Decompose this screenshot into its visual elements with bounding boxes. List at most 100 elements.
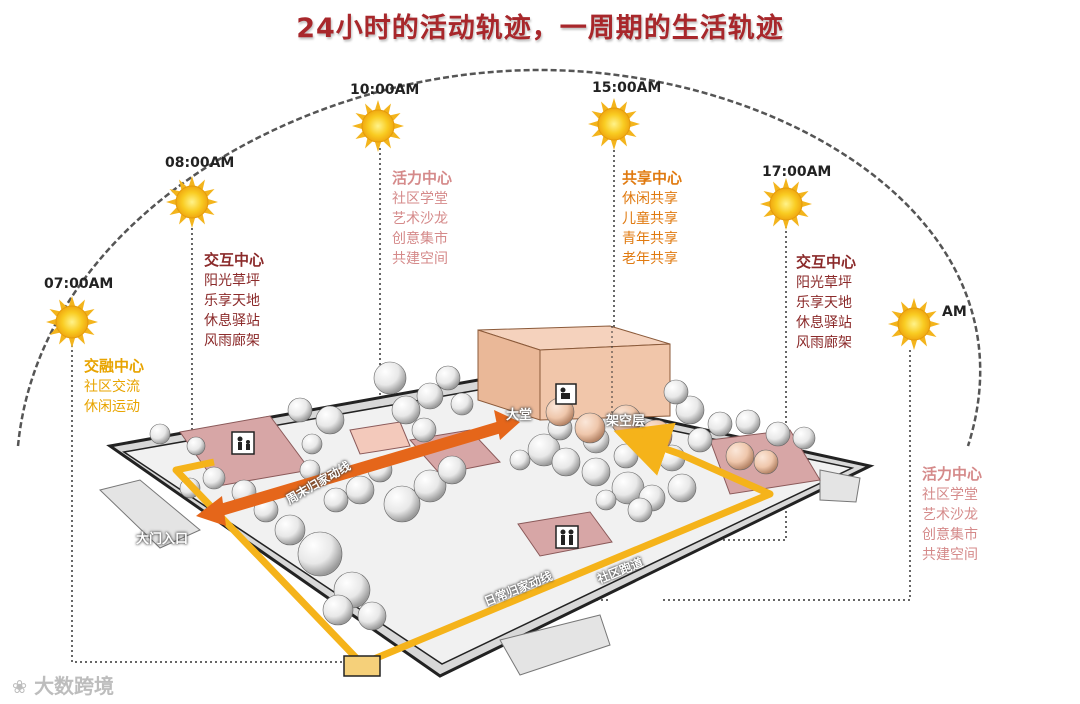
zone-item: 艺术沙龙: [392, 211, 448, 227]
daily-route: [172, 422, 774, 677]
tree-canopy: [383, 485, 421, 523]
sun-icon: [166, 176, 218, 228]
tree-canopy: [357, 601, 387, 631]
sun-icon: [46, 296, 98, 348]
zone-exchange-center: 交融中心 社区交流 休闲运动: [84, 356, 144, 417]
zone-item: 休息驿站: [204, 313, 260, 329]
sun-icon: [588, 98, 640, 150]
tree-canopy: [792, 426, 816, 450]
zone-interaction-center-left: 交互中心 阳光草坪 乐享天地 休息驿站 风雨廊架: [204, 250, 264, 351]
sun-icon: [352, 100, 404, 152]
zone-item: 乐享天地: [796, 295, 852, 311]
tree-canopy: [581, 457, 611, 487]
tree-canopy: [574, 412, 606, 444]
zone-item: 老年共享: [622, 251, 678, 267]
zone-item: 休息驿站: [796, 315, 852, 331]
watermark: ❀ 大数跨境: [12, 670, 114, 699]
zone-item: 艺术沙龙: [922, 507, 978, 523]
zone-item: 社区学堂: [392, 191, 448, 207]
tree-canopy: [323, 487, 349, 513]
main-gate-label: 大门入口: [136, 532, 189, 547]
zone-title: 交融中心: [84, 357, 145, 375]
zone-title: 交互中心: [796, 253, 857, 271]
tree-canopy: [753, 449, 779, 475]
watermark-text: 大数跨境: [34, 674, 115, 698]
zone-item: 风雨廊架: [204, 333, 260, 349]
lobby-label: 大堂: [506, 408, 533, 423]
tree-canopy: [735, 409, 761, 435]
zone-item: 儿童共享: [622, 211, 678, 227]
zone-item: 创意集市: [392, 231, 448, 247]
tree-canopy: [551, 447, 581, 477]
zone-title: 活力中心: [922, 465, 983, 483]
zone-item: 社区交流: [84, 379, 140, 395]
tree-canopy: [391, 395, 421, 425]
tree-canopy: [149, 423, 171, 445]
zone-item: 休闲运动: [84, 399, 140, 415]
tree-canopy: [345, 475, 375, 505]
zone-vitality-center-right: 活力中心 社区学堂 艺术沙龙 创意集市 共建空间: [922, 464, 982, 565]
zone-item: 阳光草坪: [796, 275, 852, 291]
sun-icon: [888, 298, 940, 350]
zone-title: 共享中心: [622, 169, 683, 187]
tree-canopy: [297, 531, 343, 577]
tree-canopy: [765, 421, 791, 447]
tree-canopy: [413, 469, 447, 503]
tree-canopy: [663, 379, 689, 405]
zone-interaction-center-right: 交互中心 阳光草坪 乐享天地 休息驿站 风雨廊架: [796, 252, 856, 353]
tree-canopy: [301, 433, 323, 455]
time-label: AM: [942, 304, 967, 320]
watermark-logo-icon: ❀: [12, 677, 28, 698]
tree-canopy: [627, 497, 653, 523]
tree-canopy: [202, 466, 226, 490]
tree-canopy: [186, 436, 206, 456]
zone-title: 活力中心: [392, 169, 453, 187]
zone-item: 休闲共享: [622, 191, 678, 207]
tree-canopy: [437, 455, 467, 485]
tree-canopy: [509, 449, 531, 471]
zone-item: 青年共享: [622, 231, 678, 247]
zone-item: 社区学堂: [922, 487, 978, 503]
tree-canopy: [435, 365, 461, 391]
time-label: 17:00AM: [762, 164, 832, 180]
zone-item: 创意集市: [922, 527, 978, 543]
diagram-title: 24小时的活动轨迹，一周期的生活轨迹: [296, 13, 784, 44]
family-icon: [231, 431, 255, 455]
weekend-route-arrow: [196, 410, 520, 526]
zone-item: 风雨廊架: [796, 335, 852, 351]
time-label: 15:00AM: [592, 80, 662, 96]
tree-canopy: [411, 417, 437, 443]
zone-item: 乐享天地: [204, 293, 260, 309]
time-label: 10:00AM: [350, 82, 420, 98]
zone-item: 共建空间: [392, 251, 448, 267]
sun-icons: [46, 98, 940, 350]
pavilion-block: [349, 421, 411, 455]
tree-canopy: [687, 427, 713, 453]
tree-canopy: [315, 405, 345, 435]
tree-canopy: [450, 392, 474, 416]
tree-canopy: [595, 489, 617, 511]
tree-canopy: [667, 473, 697, 503]
tree-canopy: [322, 594, 354, 626]
time-label: 07:00AM: [44, 276, 114, 292]
tree-canopy: [725, 441, 755, 471]
tree-canopy: [373, 361, 407, 395]
sun-path-arc: [16, 68, 982, 447]
tree-canopy: [707, 411, 733, 437]
time-label: 08:00AM: [165, 155, 235, 171]
zone-item: 共建空间: [922, 547, 978, 563]
zone-sharing-center: 共享中心 休闲共享 儿童共享 青年共享 老年共享: [622, 168, 682, 269]
reading-icon: [555, 383, 577, 405]
sun-icon: [760, 178, 812, 230]
tree-canopy: [613, 443, 639, 469]
tree-canopy: [274, 514, 306, 546]
zone-title: 交互中心: [204, 251, 265, 269]
tree-canopy: [416, 382, 444, 410]
zone-vitality-center-top: 活力中心 社区学堂 艺术沙龙 创意集市 共建空间: [392, 168, 452, 269]
tree-canopy: [287, 397, 313, 423]
couple-icon: [555, 525, 579, 549]
zone-item: 阳光草坪: [204, 273, 260, 289]
tree-canopy: [675, 395, 705, 425]
